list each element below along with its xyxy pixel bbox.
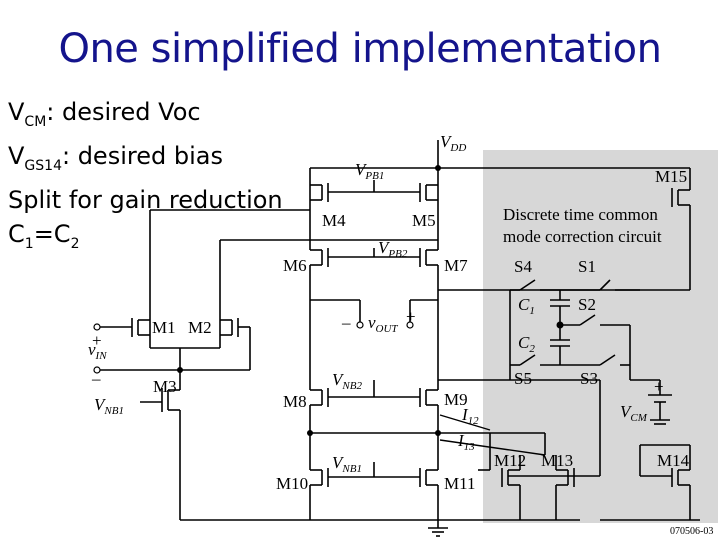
m13-label: M13 [541,451,573,470]
current-arrows [439,414,546,456]
m1-label: M1 [152,318,176,337]
vpb2-label: VPB2 [378,238,408,260]
s1-label: S1 [578,257,596,276]
vin-label: vIN [88,340,107,362]
terminals [93,321,414,374]
i12-label: I12 [461,405,479,427]
junction-dots [177,165,564,436]
s4-label: S4 [514,257,532,276]
vdd-label: VDD [440,132,466,154]
vout-minus: – [341,313,351,332]
notes-list: VCM: desired Voc VGS14: desired bias Spl… [8,95,283,260]
note-vcm: VCM: desired Voc [8,98,201,130]
c1-label: C1 [518,295,535,317]
vpb1-label: VPB1 [355,160,384,182]
ground-icon [428,527,448,537]
c2-label: C2 [518,333,535,355]
vin-plus: + [92,331,102,350]
vout-plus: + [406,307,416,326]
i13-label: I13 [457,431,475,453]
m6-label: M6 [283,256,307,275]
vnb1-label-left: VNB1 [94,395,124,417]
vnb1-label-right: VNB1 [332,453,362,475]
note-split: Split for gain reduction [8,185,283,214]
m9-label: M9 [444,390,468,409]
m3-label: M3 [153,377,177,396]
m11-label: M11 [444,474,476,493]
s2-label: S2 [578,295,596,314]
vcm-label: VCM [620,402,648,424]
m14-label: M14 [657,451,690,470]
vnb2-label: VNB2 [332,370,362,392]
circuit-wires [100,140,700,528]
note-vgs14: VGS14: desired bias [8,141,223,174]
vcm-plus: + [654,377,664,396]
m8-label: M8 [283,392,307,411]
m4-label: M4 [322,211,346,230]
m7-label: M7 [444,256,468,275]
figure-id: 070506-03 [670,526,713,537]
note-c1-c2: C1=C2 [8,219,80,252]
vcm-ground-icon [650,419,670,425]
vout-label: vOUT [368,313,398,335]
m12-label: M12 [494,451,526,470]
m2-label: M2 [188,318,212,337]
vin-minus: – [91,369,101,388]
slide-title: One simplified implementation [58,26,662,72]
m5-label: M5 [412,211,436,230]
s5-label: S5 [514,369,532,388]
s3-label: S3 [580,369,598,388]
m10-label: M10 [276,474,308,493]
m15-label: M15 [655,167,687,186]
cmfb-title-line1: Discrete time common [503,205,658,224]
cmfb-title-line2: mode correction circuit [503,227,662,246]
